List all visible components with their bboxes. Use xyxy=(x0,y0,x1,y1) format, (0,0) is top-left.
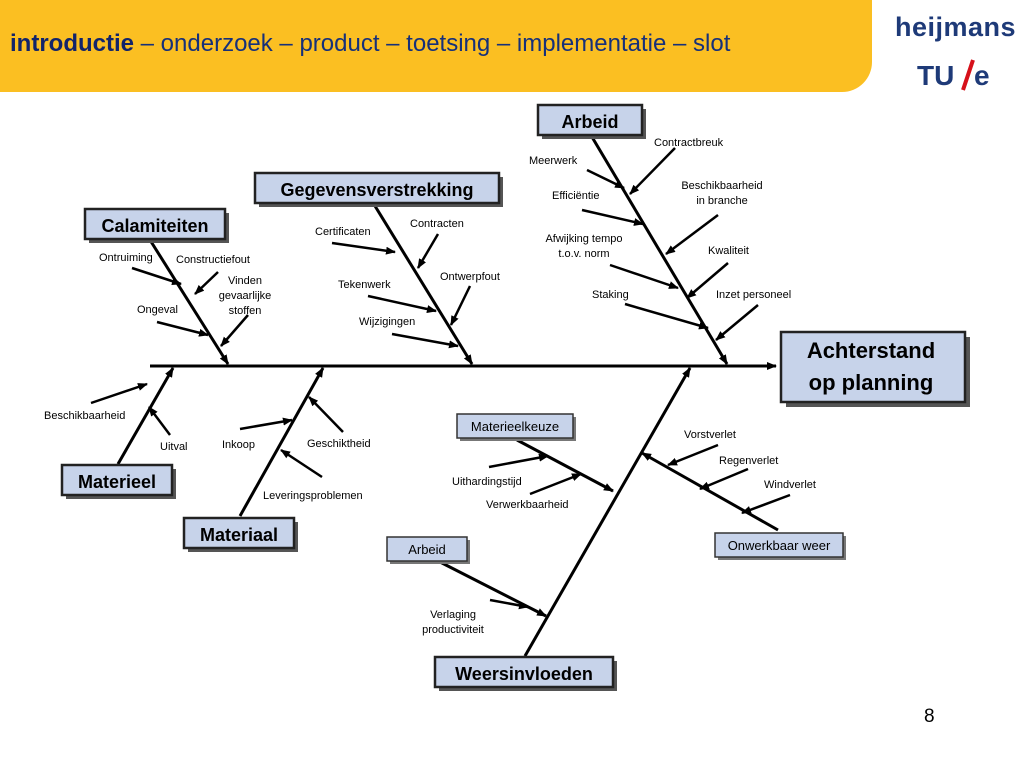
cause-verlaging-productiviteit-2: productiviteit xyxy=(422,624,484,636)
subbone-arbeid xyxy=(439,560,547,618)
bone-weersinvloeden xyxy=(523,367,692,657)
cause-contracten: Contracten xyxy=(410,218,464,230)
category-box-weersinvloeden: Weersinvloeden xyxy=(433,655,617,691)
cause-beschikbaarheid: Beschikbaarheid xyxy=(44,410,125,422)
effect-label-line1: Achterstand xyxy=(807,338,935,363)
cause-afwijking-tempo-1: Afwijking tempo xyxy=(545,233,622,245)
page-number: 8 xyxy=(924,706,935,727)
cause-inzet-personeel: Inzet personeel xyxy=(716,289,791,301)
cause-staking: Staking xyxy=(592,289,629,301)
bone-arbeid xyxy=(590,136,729,365)
category-label-gegevensverstrekking: Gegevensverstrekking xyxy=(280,180,473,200)
cause-uithardingstijd: Uithardingstijd xyxy=(452,476,522,488)
subbone-onwerkbaar-weer xyxy=(641,451,779,532)
svg-text:TU: TU xyxy=(917,60,954,91)
effect-box: Achterstand op planning xyxy=(779,330,970,407)
cause-geschiktheid: Geschiktheid xyxy=(307,438,371,450)
effect-label-line2: op planning xyxy=(809,370,934,395)
cause-inkoop: Inkoop xyxy=(222,439,255,451)
category-box-materiaal: Materiaal xyxy=(182,516,298,552)
subcategory-box-onwerkbaar-weer: Onwerkbaar weer xyxy=(714,532,846,560)
cause-wijzigingen: Wijzigingen xyxy=(359,316,415,328)
cause-ontwerpfout: Ontwerpfout xyxy=(440,271,500,283)
category-box-gegevensverstrekking: Gegevensverstrekking xyxy=(253,171,503,207)
subcategory-box-arbeid: Arbeid xyxy=(386,536,470,564)
cause-gevaarlijke-stoffen-1: Vinden xyxy=(228,275,262,287)
cause-contractbreuk: Contractbreuk xyxy=(654,137,724,149)
svg-text:e: e xyxy=(974,60,990,91)
bone-gegevensverstrekking xyxy=(373,205,474,365)
category-label-materieel: Materieel xyxy=(78,472,156,492)
cause-beschikbaarheid-branche-2: in branche xyxy=(696,195,747,207)
category-box-calamiteiten: Calamiteiten xyxy=(83,207,229,243)
category-box-materieel: Materieel xyxy=(60,463,176,499)
cause-regenverlet: Regenverlet xyxy=(719,455,778,467)
category-label-materiaal: Materiaal xyxy=(200,525,278,545)
cause-verwerkbaarheid: Verwerkbaarheid xyxy=(486,499,569,511)
cause-kwaliteit: Kwaliteit xyxy=(708,245,749,257)
category-box-arbeid: Arbeid xyxy=(536,103,646,139)
cause-vorstverlet: Vorstverlet xyxy=(684,429,736,441)
cause-ongeval: Ongeval xyxy=(137,304,178,316)
cause-leveringsproblemen: Leveringsproblemen xyxy=(263,490,363,502)
cause-beschikbaarheid-branche-1: Beschikbaarheid xyxy=(681,180,762,192)
cause-gevaarlijke-stoffen-2: gevaarlijke xyxy=(219,290,272,302)
breadcrumb-current-section: introductie xyxy=(10,30,134,57)
subcategory-label-materieelkeuze: Materieelkeuze xyxy=(471,419,559,434)
breadcrumb-other-sections: – onderzoek – product – toetsing – imple… xyxy=(134,30,731,57)
subcategory-box-materieelkeuze: Materieelkeuze xyxy=(456,413,576,441)
subcategory-label-arbeid: Arbeid xyxy=(408,542,446,557)
cause-verlaging-productiviteit-1: Verlaging xyxy=(430,609,476,621)
tue-logo: TU e xyxy=(917,59,990,91)
category-label-arbeid: Arbeid xyxy=(561,112,618,132)
subbone-materieelkeuze xyxy=(516,438,614,493)
cause-meerwerk: Meerwerk xyxy=(529,155,578,167)
section-breadcrumb: introductie – onderzoek – product – toet… xyxy=(10,30,730,58)
subcategory-label-onwerkbaar-weer: Onwerkbaar weer xyxy=(728,538,831,553)
bone-calamiteiten xyxy=(148,239,230,365)
category-label-calamiteiten: Calamiteiten xyxy=(101,216,208,236)
header-banner: introductie – onderzoek – product – toet… xyxy=(0,0,872,92)
category-label-weersinvloeden: Weersinvloeden xyxy=(455,664,593,684)
bone-materieel xyxy=(116,367,175,465)
cause-gevaarlijke-stoffen-3: stoffen xyxy=(229,305,262,317)
cause-ontruiming: Ontruiming xyxy=(99,252,153,264)
cause-tekenwerk: Tekenwerk xyxy=(338,279,391,291)
cause-efficientie: Efficiëntie xyxy=(552,190,600,202)
cause-uitval: Uitval xyxy=(160,441,188,453)
cause-certificaten: Certificaten xyxy=(315,226,371,238)
cause-windverlet: Windverlet xyxy=(764,479,816,491)
heijmans-logo: heijmans xyxy=(895,12,1017,42)
cause-constructiefout: Constructiefout xyxy=(176,254,250,266)
cause-afwijking-tempo-2: t.o.v. norm xyxy=(558,248,609,260)
bone-materiaal xyxy=(238,367,325,517)
